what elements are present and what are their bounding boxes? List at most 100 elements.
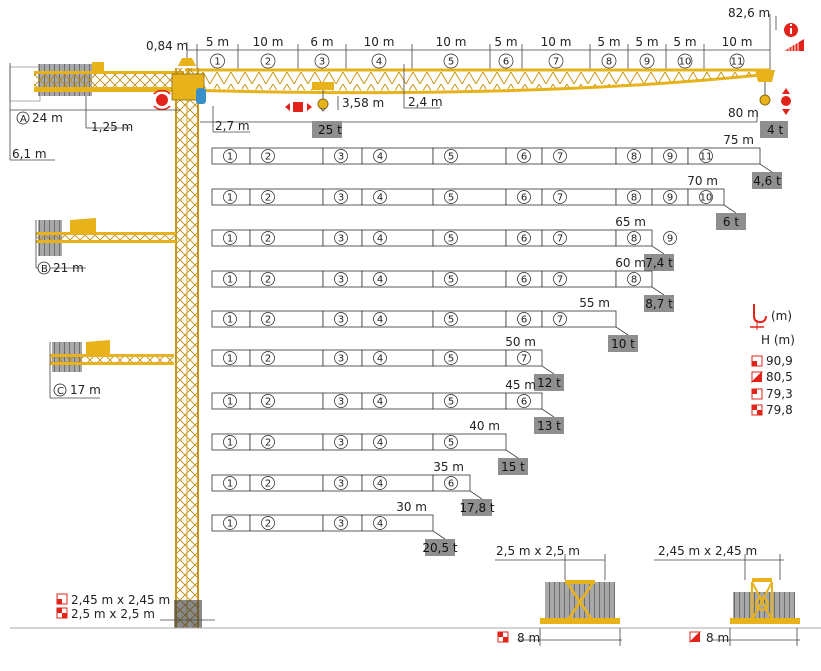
jib-segment-circle xyxy=(223,312,237,326)
jib-segment-circle xyxy=(444,394,458,408)
segment-length-label: 10 m xyxy=(253,35,284,49)
jib-segment-box xyxy=(432,229,507,247)
hoist-icon xyxy=(781,88,791,115)
slewing-icon xyxy=(153,89,171,111)
tip-radius: 80 m xyxy=(728,106,759,120)
jib-segment-circle xyxy=(261,190,275,204)
jib-segment-number: 2 xyxy=(265,519,271,530)
jib-segment-circle xyxy=(261,516,275,530)
jib-load-badge xyxy=(644,295,674,312)
jib-segment-box xyxy=(249,392,324,410)
jib-load-value: 13 t xyxy=(537,419,561,433)
tip-hook xyxy=(759,82,771,106)
base-left-width: 8 m xyxy=(517,631,540,645)
segment-number-marker: 7 xyxy=(548,53,564,69)
jib-radius-label: 60 m xyxy=(615,256,646,270)
jib-segment-circle xyxy=(699,190,713,204)
jib-segment-number: 7 xyxy=(557,315,563,326)
segment-number: 8 xyxy=(606,57,612,68)
jib-load-value: 6 t xyxy=(723,215,739,229)
jib-segment-number: 3 xyxy=(338,234,344,245)
jib-segment-number: 8 xyxy=(631,275,637,286)
jib-segment-number: 6 xyxy=(521,315,527,326)
jib-segment-box xyxy=(249,229,324,247)
jib-segment-circle xyxy=(627,190,641,204)
jib-segment-number: 9 xyxy=(667,193,673,204)
jib-segment-circle xyxy=(444,149,458,163)
jib-segment-circle xyxy=(334,312,348,326)
jib-radius-label: 55 m xyxy=(579,296,610,310)
jib-segment-number: 2 xyxy=(265,315,271,326)
jib-segment-number: 7 xyxy=(557,152,563,163)
jib-load-badge xyxy=(534,374,564,391)
jib-segment-circle xyxy=(553,149,567,163)
jib-segment-number: 5 xyxy=(448,152,454,163)
jib-segment-circle xyxy=(261,435,275,449)
jib-segment-circle xyxy=(517,149,531,163)
jib-segment-box xyxy=(249,474,324,492)
jib-segment-number: 2 xyxy=(265,397,271,408)
jib-load-value: 4,6 t xyxy=(753,174,781,188)
segment-number-marker: 2 xyxy=(260,53,276,69)
jib-segment-circle xyxy=(627,231,641,245)
jib-segment-number: 1 xyxy=(227,479,233,490)
jib-segment-number: 1 xyxy=(227,275,233,286)
svg-text:A: A xyxy=(20,114,27,125)
jib-load-badge xyxy=(716,213,746,230)
jib-segment-number: 5 xyxy=(448,354,454,365)
segment-number: 6 xyxy=(503,57,509,68)
segment-number-marker: 8 xyxy=(601,53,617,69)
jib-segment-box xyxy=(432,310,507,328)
jib-segment-box xyxy=(361,474,434,492)
segment-length-label: 5 m xyxy=(494,35,517,49)
hook-height-icon xyxy=(750,304,767,330)
segment-number: 11 xyxy=(731,57,744,68)
jib-segment-number: 5 xyxy=(448,234,454,245)
jib xyxy=(184,68,775,95)
jib-segment-number: 1 xyxy=(227,438,233,449)
jib-segment-box xyxy=(541,188,617,206)
jib-segment-number: 11 xyxy=(700,152,713,163)
segment-length-label: 10 m xyxy=(436,35,467,49)
jib-segment-circle xyxy=(373,351,387,365)
mast-type-icon xyxy=(751,388,763,400)
trolley xyxy=(312,82,334,112)
jib-segment-number: 6 xyxy=(521,152,527,163)
jib-segment-circle xyxy=(223,476,237,490)
jib-segment-number: 5 xyxy=(448,193,454,204)
jib-segment-box xyxy=(432,270,507,288)
jib-segment-box xyxy=(361,310,434,328)
jib-segment-circle xyxy=(334,351,348,365)
jib-segment-circle xyxy=(517,231,531,245)
jib-segment-circle xyxy=(444,435,458,449)
crane-dimension-lines xyxy=(9,63,758,161)
jib-segment-number: 8 xyxy=(631,193,637,204)
dim-2-7: 2,7 m xyxy=(215,119,250,133)
overall-jib-length: 82,6 m xyxy=(728,6,770,20)
jib-segment-circle xyxy=(373,231,387,245)
jib-segment-box xyxy=(249,270,324,288)
jib-load-value: 15 t xyxy=(501,460,525,474)
jib-radius-label: 65 m xyxy=(615,215,646,229)
jib-segment-circle xyxy=(373,190,387,204)
mast-type-icon xyxy=(751,371,764,384)
jib-segment-number: 5 xyxy=(448,397,454,408)
jib-segment-number: 2 xyxy=(265,275,271,286)
jib-segment-number: 6 xyxy=(521,397,527,408)
jib-segment-box xyxy=(249,310,324,328)
jib-segment-number: 1 xyxy=(227,315,233,326)
jib-radius-label: 50 m xyxy=(505,335,536,349)
jib-segment-box xyxy=(361,147,434,165)
segment-number-marker: 5 xyxy=(443,53,459,69)
jib-segment-box xyxy=(541,229,617,247)
jib-segment-number: 2 xyxy=(265,234,271,245)
jib-radius-label: 40 m xyxy=(469,419,500,433)
circle-a-marker: A xyxy=(16,111,30,125)
jib-segment-circle xyxy=(517,394,531,408)
